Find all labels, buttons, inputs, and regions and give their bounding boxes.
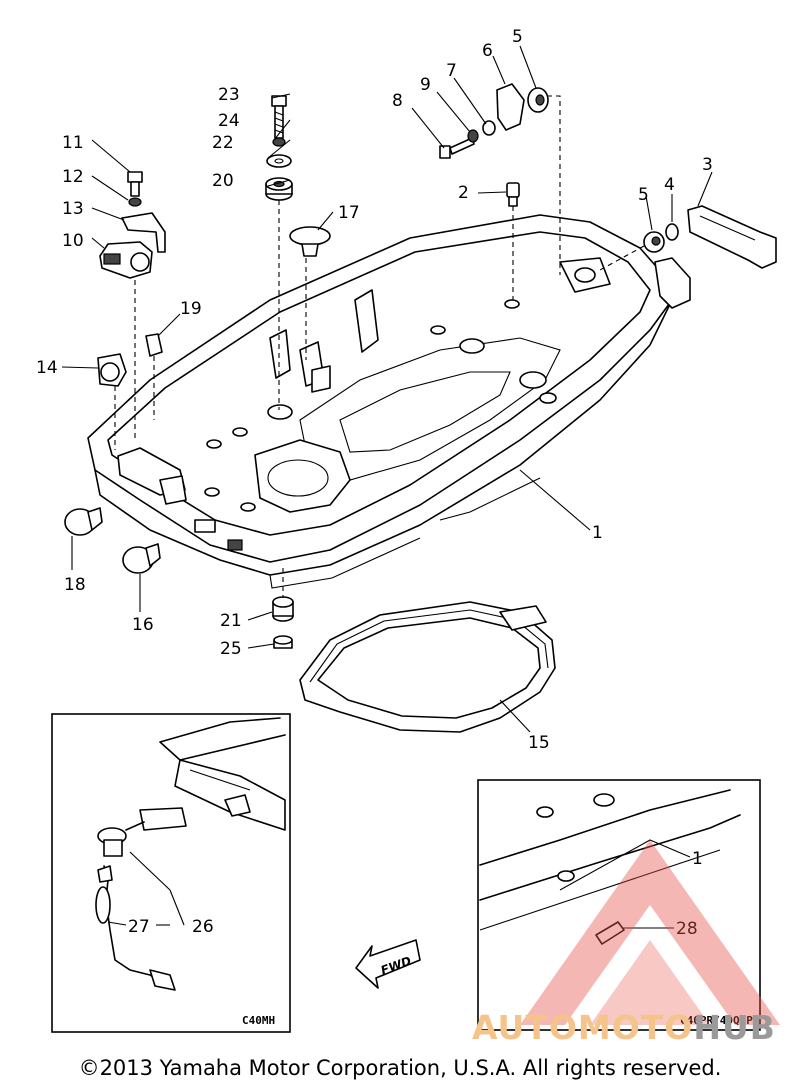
cap-18 (64, 507, 103, 536)
part-label-3: 3 (702, 155, 713, 175)
grommet-21 (272, 596, 294, 622)
pin-2 (506, 182, 520, 207)
part-label-28: 28 (676, 919, 698, 939)
part-label-27: 27 (128, 917, 150, 937)
bolt-8 (439, 137, 475, 159)
bushing-5-side (643, 231, 665, 253)
bottom-cowling (87, 214, 691, 589)
clip-19 (145, 333, 163, 357)
part-number-labels: 1 1 2 3 4 5 5 6 7 8 9 10 11 12 13 14 15 … (36, 27, 713, 939)
part-label-18: 18 (64, 575, 86, 595)
washer-22 (266, 154, 292, 168)
inset-right-drawing (479, 789, 741, 945)
watermark-text: AUTOMOTOHUB (472, 1008, 776, 1047)
bushing-5-top (527, 87, 549, 113)
cap-16 (122, 543, 161, 574)
gasket-15 (299, 601, 556, 733)
fwd-arrow: FWD (355, 939, 421, 989)
part-label-5-top: 5 (512, 27, 523, 47)
watermark-text-part2: HUB (693, 1008, 776, 1047)
washer-9 (467, 129, 479, 143)
lever-6 (496, 83, 525, 131)
lever-10 (99, 241, 153, 279)
inset-left-drawing (95, 717, 286, 991)
washer-12 (128, 197, 142, 207)
part-label-10: 10 (62, 231, 84, 251)
part-label-15: 15 (528, 733, 550, 753)
part-label-12: 12 (62, 167, 84, 187)
part-label-22: 22 (212, 133, 234, 153)
part-label-24: 24 (218, 111, 240, 131)
part-label-11: 11 (62, 133, 84, 153)
part-label-14: 14 (36, 358, 58, 378)
assembly-line-lever (547, 95, 561, 275)
part-label-17: 17 (338, 203, 360, 223)
part-label-13: 13 (62, 199, 84, 219)
copyright-notice: ©2013 Yamaha Motor Corporation, U.S.A. A… (78, 1056, 722, 1080)
bolt-23 (271, 95, 287, 139)
washer-7 (482, 120, 496, 136)
inset-right-caption: C40PR/40QEP (680, 1014, 753, 1027)
part-label-4: 4 (664, 175, 675, 195)
part-label-25: 25 (220, 639, 242, 659)
washer-4 (665, 223, 679, 241)
part-label-1-inset: 1 (692, 849, 703, 869)
part-label-20: 20 (212, 171, 234, 191)
leader-lines (61, 45, 713, 929)
part-label-1-main: 1 (592, 523, 603, 543)
watermark-text-part1: AUTOMOTO (472, 1008, 694, 1047)
plug-17 (289, 226, 331, 257)
part-label-16: 16 (132, 615, 154, 635)
part-label-5-side: 5 (638, 185, 649, 205)
part-label-21: 21 (220, 611, 242, 631)
bushing-14 (97, 353, 127, 387)
part-label-7: 7 (446, 61, 457, 81)
part-label-8: 8 (392, 91, 403, 111)
nut-25 (273, 635, 293, 649)
part-label-2: 2 (458, 183, 469, 203)
part-label-26: 26 (192, 917, 214, 937)
tiller-handle-3 (687, 205, 777, 269)
inset-right-frame (477, 779, 761, 1031)
part-label-23: 23 (218, 85, 240, 105)
inset-left-caption: C40MH (242, 1014, 275, 1027)
part-label-19: 19 (180, 299, 202, 319)
part-label-6: 6 (482, 41, 493, 61)
grommet-20 (265, 177, 293, 201)
bolt-11 (127, 171, 143, 197)
part-label-9: 9 (420, 75, 431, 95)
bracket-13 (121, 212, 166, 253)
watermark-logo-icon (520, 840, 780, 1025)
washer-24 (272, 137, 286, 147)
